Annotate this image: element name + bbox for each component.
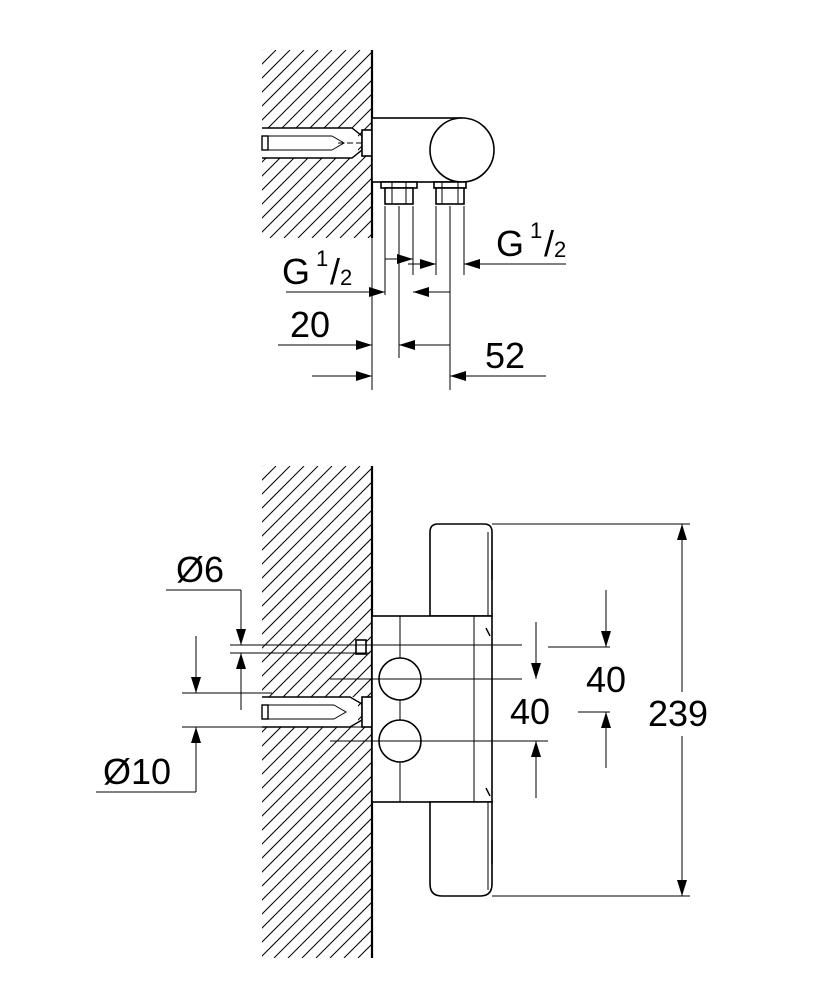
mixer-body-front — [371, 523, 493, 897]
hatch-line — [262, 466, 347, 551]
hatch-line — [262, 50, 277, 65]
dimension-thread-right: G 1 / 2 — [408, 218, 566, 269]
hatch-line — [262, 803, 372, 915]
hatch-line — [262, 523, 372, 635]
hatch-line — [273, 859, 372, 958]
dim-52-label: 52 — [485, 335, 525, 376]
hatch-line — [287, 873, 372, 958]
hatch-line — [283, 149, 372, 238]
hatch-line — [262, 481, 372, 593]
thread-left-g: G — [282, 251, 310, 292]
dimension-20: 20 — [278, 304, 450, 350]
side-extension-lines — [371, 190, 465, 390]
hatch-line — [262, 509, 372, 621]
hatch-line — [262, 50, 305, 93]
wall-anchor-top — [261, 127, 373, 159]
hatch-line — [262, 831, 372, 943]
hatch-line — [262, 50, 319, 107]
hatch-line — [262, 537, 372, 649]
dim-20-label: 20 — [290, 304, 330, 345]
hatch-line — [262, 50, 347, 135]
dimension-thread-left: G 1 / 2 — [282, 246, 450, 297]
mixer-body-side — [371, 117, 495, 205]
front-extension-lines — [182, 523, 690, 897]
hatch-line — [262, 50, 333, 121]
side-view: G 1 / 2 G 1 / 2 20 — [261, 50, 566, 390]
dim-40-left-label: 40 — [510, 691, 550, 732]
thread-right-num: 1 — [530, 218, 542, 243]
dia-10-label: Ø10 — [103, 751, 171, 792]
dia-6-label: Ø6 — [176, 549, 224, 590]
hatch-line — [262, 466, 361, 565]
dimension-dia-6: Ø6 — [166, 549, 246, 710]
hatch-line — [311, 177, 372, 238]
hatch-line — [262, 495, 372, 607]
hatch-line — [262, 50, 263, 51]
dim-239-label: 239 — [648, 693, 708, 734]
thread-left-slash: / — [330, 251, 340, 292]
dimension-239: 239 — [648, 524, 710, 896]
dim-40-right-label: 40 — [586, 659, 626, 700]
hatch-line — [262, 466, 263, 467]
front-view: Ø6 Ø10 40 40 — [96, 466, 710, 958]
thread-left-den: 2 — [340, 265, 352, 290]
hatch-line — [262, 466, 291, 495]
dimension-40-anchors: 40 — [586, 590, 626, 768]
hatch-line — [262, 466, 277, 481]
hatch-line — [262, 845, 372, 957]
hatch-line — [262, 467, 372, 579]
dimension-40-inlets: 40 — [510, 622, 550, 798]
hatch-line — [262, 789, 372, 901]
hatch-line — [262, 817, 372, 929]
wall-anchor-bottom — [261, 639, 373, 728]
thread-left-num: 1 — [316, 246, 328, 271]
hatch-line — [325, 191, 372, 238]
thread-right-slash: / — [544, 223, 554, 264]
hatch-line — [262, 775, 372, 887]
dimension-dia-10: Ø10 — [96, 636, 201, 793]
hatch-line — [262, 466, 305, 509]
thread-right-g: G — [496, 223, 524, 264]
thread-right-den: 2 — [554, 237, 566, 262]
dimension-52: 52 — [312, 335, 546, 381]
hatch-line — [297, 163, 372, 238]
